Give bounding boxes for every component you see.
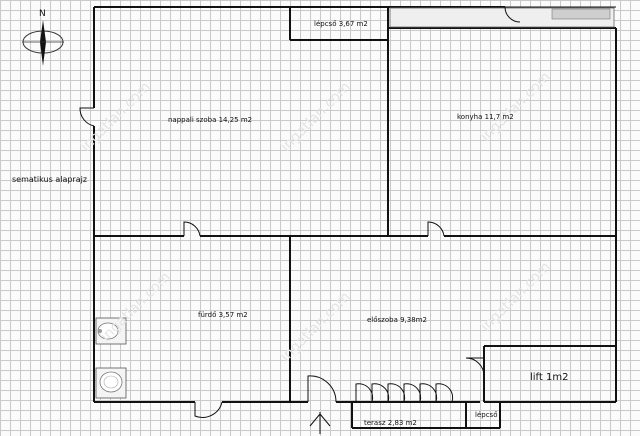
room-label-bathroom: fürdő 3,57 m2 — [198, 311, 248, 319]
door-living-bottom — [183, 221, 201, 237]
room-label-stair-bottom: lépcső — [475, 411, 498, 419]
compass-letter: N — [39, 9, 46, 19]
room-label-living: nappali szoba 14,25 m2 — [168, 116, 253, 124]
folding-leaf — [371, 383, 390, 403]
room-label-hall: előszoba 9,38m2 — [367, 316, 427, 324]
door-bathroom — [194, 401, 223, 418]
room-label-terrace: terasz 2,83 m2 — [364, 419, 417, 427]
entrance-arrow-icon — [309, 412, 331, 434]
room-label-lift: lift 1m2 — [530, 372, 569, 383]
door-entrance — [307, 375, 337, 403]
door-kitchen-bottom — [427, 221, 445, 237]
folding-leaf — [355, 383, 374, 403]
folding-leaf — [419, 383, 438, 403]
folding-leaf — [387, 383, 406, 403]
folding-leaf — [435, 383, 454, 403]
door-living-left — [79, 107, 95, 127]
kitchen-sink — [551, 8, 611, 20]
terrace-folding-doors — [355, 383, 454, 403]
compass-north-icon — [22, 20, 64, 66]
room-label-stair-top: lépcső 3,67 m2 — [314, 20, 368, 28]
plan-title: sematikus alaprajz — [12, 175, 88, 184]
door-lift — [465, 357, 485, 377]
toilet-icon — [95, 367, 127, 399]
walls — [93, 6, 617, 429]
doors — [79, 6, 521, 418]
folding-leaf — [403, 383, 422, 403]
sink-icon — [95, 317, 127, 345]
room-label-kitchen: konyha 11,7 m2 — [457, 113, 514, 121]
door-stair-top — [504, 6, 521, 23]
